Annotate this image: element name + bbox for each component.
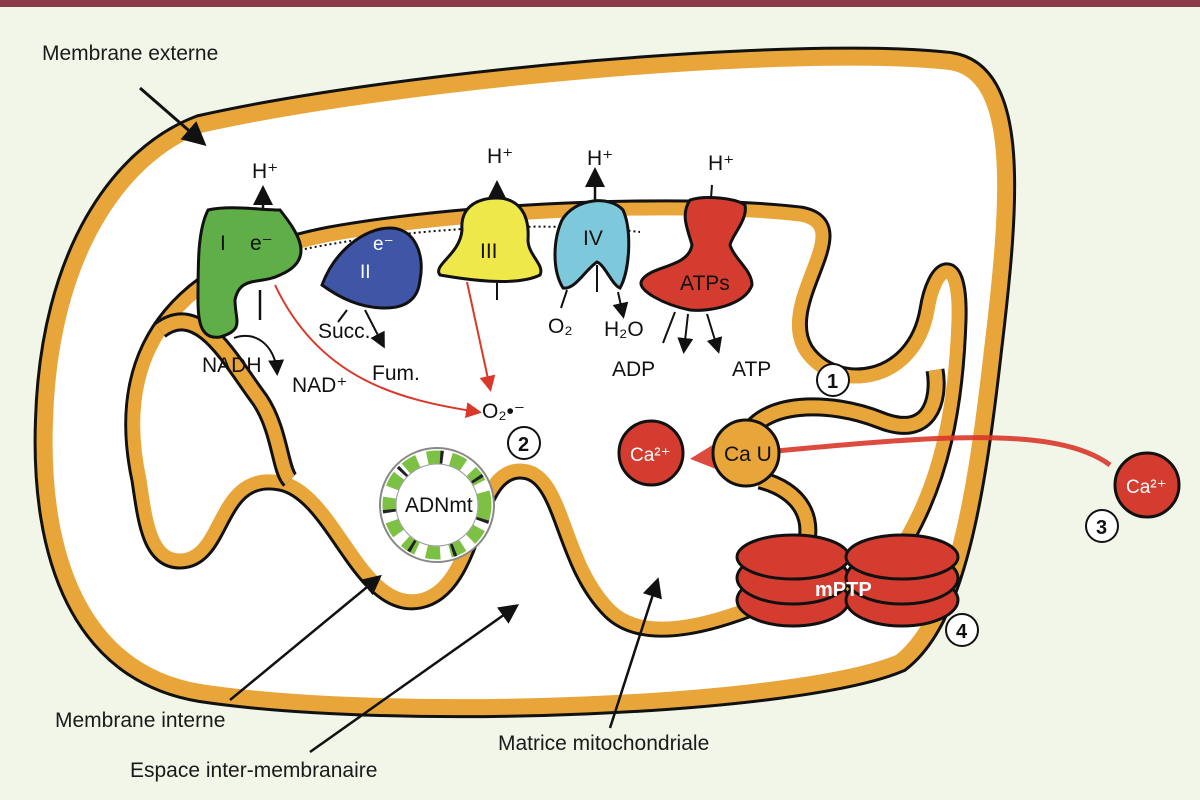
top-bar: [0, 0, 1200, 7]
oxygen-label: O₂: [548, 315, 573, 338]
complex-iii: III H⁺: [437, 145, 543, 300]
nad-label: NAD⁺: [292, 374, 347, 397]
ros-arrow-complex-iii: [466, 281, 496, 392]
outer-membrane-label: Membrane externe: [42, 42, 218, 65]
mtdna-label: ADNmt: [405, 494, 473, 517]
complex-iv: IV H⁺ O₂ H₂O: [548, 147, 644, 341]
inner-membrane-pointer: [229, 574, 382, 701]
fumarate-label: Fum.: [372, 362, 420, 385]
mptp: mPTP: [735, 533, 960, 628]
marker-4: 4: [945, 613, 979, 647]
complex-i-label: I: [220, 232, 226, 255]
calcium-ion-inside-label: Ca²⁺: [630, 445, 671, 466]
succinate-label: Succ.: [318, 320, 371, 343]
calcium-ion-outside: [1113, 451, 1181, 519]
svg-text:4: 4: [956, 621, 968, 643]
adp-label: ADP: [612, 358, 655, 381]
complex-i: I e⁻ H⁺ NADH NAD⁺: [196, 160, 347, 397]
complex-i-electron: e⁻: [250, 232, 273, 255]
calcium-uniporter: [711, 418, 781, 488]
intermembrane-space-pointer: [309, 604, 520, 754]
complex-iv-label: IV: [583, 227, 603, 250]
superoxide-label: O₂•⁻: [482, 400, 525, 423]
inner-membrane-label: Membrane interne: [55, 709, 225, 732]
calcium-ion-inside: [617, 419, 685, 487]
svg-text:2: 2: [518, 434, 529, 456]
calcium-uniporter-pathway: Ca U Ca²⁺ Ca²⁺: [617, 418, 1181, 519]
calcium-ion-outside-label: Ca²⁺: [1126, 477, 1167, 498]
atp-label: ATP: [732, 358, 771, 381]
complex-ii-label: II: [360, 262, 371, 283]
svg-text:1: 1: [827, 371, 838, 393]
mtdna: ADNmt: [379, 447, 495, 563]
ros-arrow-complex-i: [274, 284, 482, 419]
intermembrane-space-label: Espace inter-membranaire: [130, 759, 377, 782]
complex-iii-proton: H⁺: [487, 145, 513, 168]
complex-iv-proton: H⁺: [587, 147, 613, 170]
complex-ii: II e⁻ Succ. Fum.: [318, 226, 423, 385]
water-label: H₂O: [604, 318, 644, 341]
outer-membrane-pointer: [139, 86, 207, 146]
marker-1: 1: [816, 363, 850, 397]
complex-ii-electron: e⁻: [373, 234, 394, 255]
calcium-uniporter-label: Ca U: [724, 443, 772, 466]
matrix-label: Matrice mitochondriale: [498, 732, 709, 755]
mptp-label: mPTP: [815, 579, 872, 601]
atp-synthase: ATPs H⁺ ADP ATP: [612, 152, 771, 381]
matrix-pointer: [608, 577, 662, 729]
complex-i-proton: H⁺: [252, 160, 278, 183]
atp-synthase-proton: H⁺: [708, 152, 734, 175]
nadh-label: NADH: [202, 354, 262, 377]
marker-2: 2: [507, 426, 541, 460]
complex-iii-label: III: [480, 240, 498, 263]
atp-synthase-label: ATPs: [680, 272, 730, 295]
svg-text:3: 3: [1096, 517, 1107, 539]
marker-3: 3: [1085, 509, 1119, 543]
